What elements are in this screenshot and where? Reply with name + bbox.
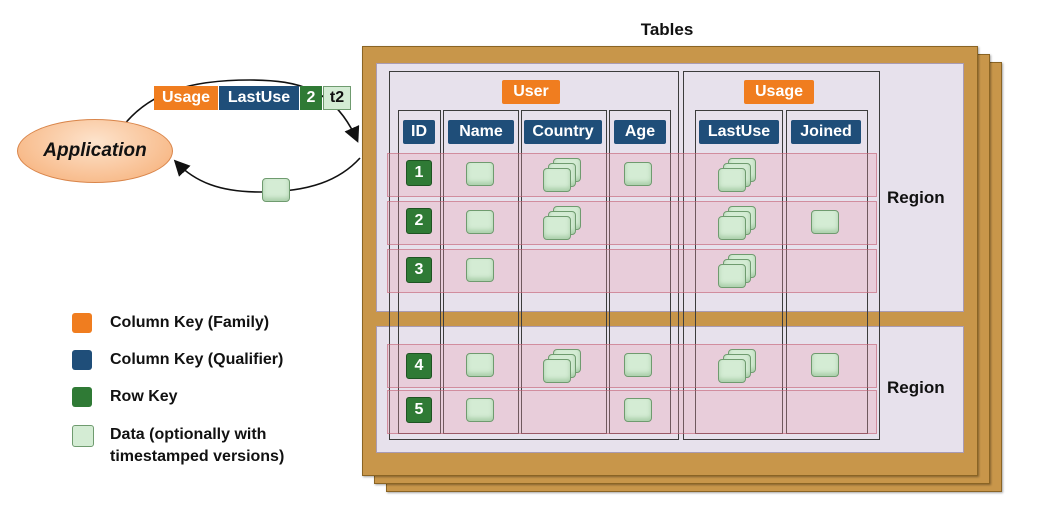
legend-label-row-key: Row Key	[110, 388, 178, 405]
data-cell-4-name	[466, 353, 494, 377]
qualifier-key-joined: Joined	[791, 120, 861, 144]
row-key-4: 4	[406, 353, 432, 379]
application-label: Application	[43, 140, 147, 161]
data-version	[543, 168, 571, 192]
data-cell-1-name	[466, 162, 494, 186]
row-key-3: 3	[406, 257, 432, 283]
request-family-key: Usage	[154, 86, 218, 110]
versioned-data-cell-2-lastuse	[718, 206, 756, 240]
region-label-top: Region	[887, 188, 945, 207]
data-cell-5-age	[624, 398, 652, 422]
versioned-data-cell-1-lastuse	[718, 158, 756, 192]
request-timestamp: t2	[323, 86, 351, 110]
request-qualifier-key: LastUse	[219, 86, 299, 110]
qualifier-key-country: Country	[524, 120, 602, 144]
legend-swatch-data	[72, 425, 94, 447]
family-box-usage	[683, 71, 880, 440]
legend-swatch-qualifier	[72, 350, 92, 370]
data-version	[718, 216, 746, 240]
legend-swatch-row-key	[72, 387, 92, 407]
data-cell-4-age	[624, 353, 652, 377]
data-version	[543, 216, 571, 240]
legend-label-family: Column Key (Family)	[110, 314, 270, 331]
versioned-data-cell-3-lastuse	[718, 254, 756, 288]
qualifier-key-age: Age	[614, 120, 666, 144]
response-arrow	[173, 157, 361, 193]
qualifier-key-lastuse: LastUse	[699, 120, 779, 144]
data-cell-4-joined	[811, 353, 839, 377]
data-cell-2-joined	[811, 210, 839, 234]
region-label-bottom: Region	[887, 378, 945, 397]
data-version	[718, 264, 746, 288]
row-key-1: 1	[406, 160, 432, 186]
response-data-cell	[262, 178, 290, 202]
legend-swatch-family	[72, 313, 92, 333]
family-key-user: User	[502, 80, 560, 104]
versioned-data-cell-4-lastuse	[718, 349, 756, 383]
data-cell-3-name	[466, 258, 494, 282]
data-cell-1-age	[624, 162, 652, 186]
row-key-5: 5	[406, 397, 432, 423]
data-cell-2-name	[466, 210, 494, 234]
request-row-key: 2	[300, 86, 322, 110]
legend-label-qualifier: Column Key (Qualifier)	[110, 351, 284, 368]
tables-title: Tables	[640, 20, 694, 39]
data-cell-5-name	[466, 398, 494, 422]
versioned-data-cell-4-country	[543, 349, 581, 383]
application-node: Application	[17, 119, 173, 183]
qualifier-key-id: ID	[403, 120, 435, 144]
data-version	[543, 359, 571, 383]
row-key-2: 2	[406, 208, 432, 234]
family-box-user	[389, 71, 679, 440]
qualifier-key-name: Name	[448, 120, 514, 144]
versioned-data-cell-2-country	[543, 206, 581, 240]
family-key-usage: Usage	[744, 80, 814, 104]
legend-label-data: Data (optionally with timestamped versio…	[110, 426, 285, 465]
data-version	[718, 359, 746, 383]
data-version	[718, 168, 746, 192]
versioned-data-cell-1-country	[543, 158, 581, 192]
